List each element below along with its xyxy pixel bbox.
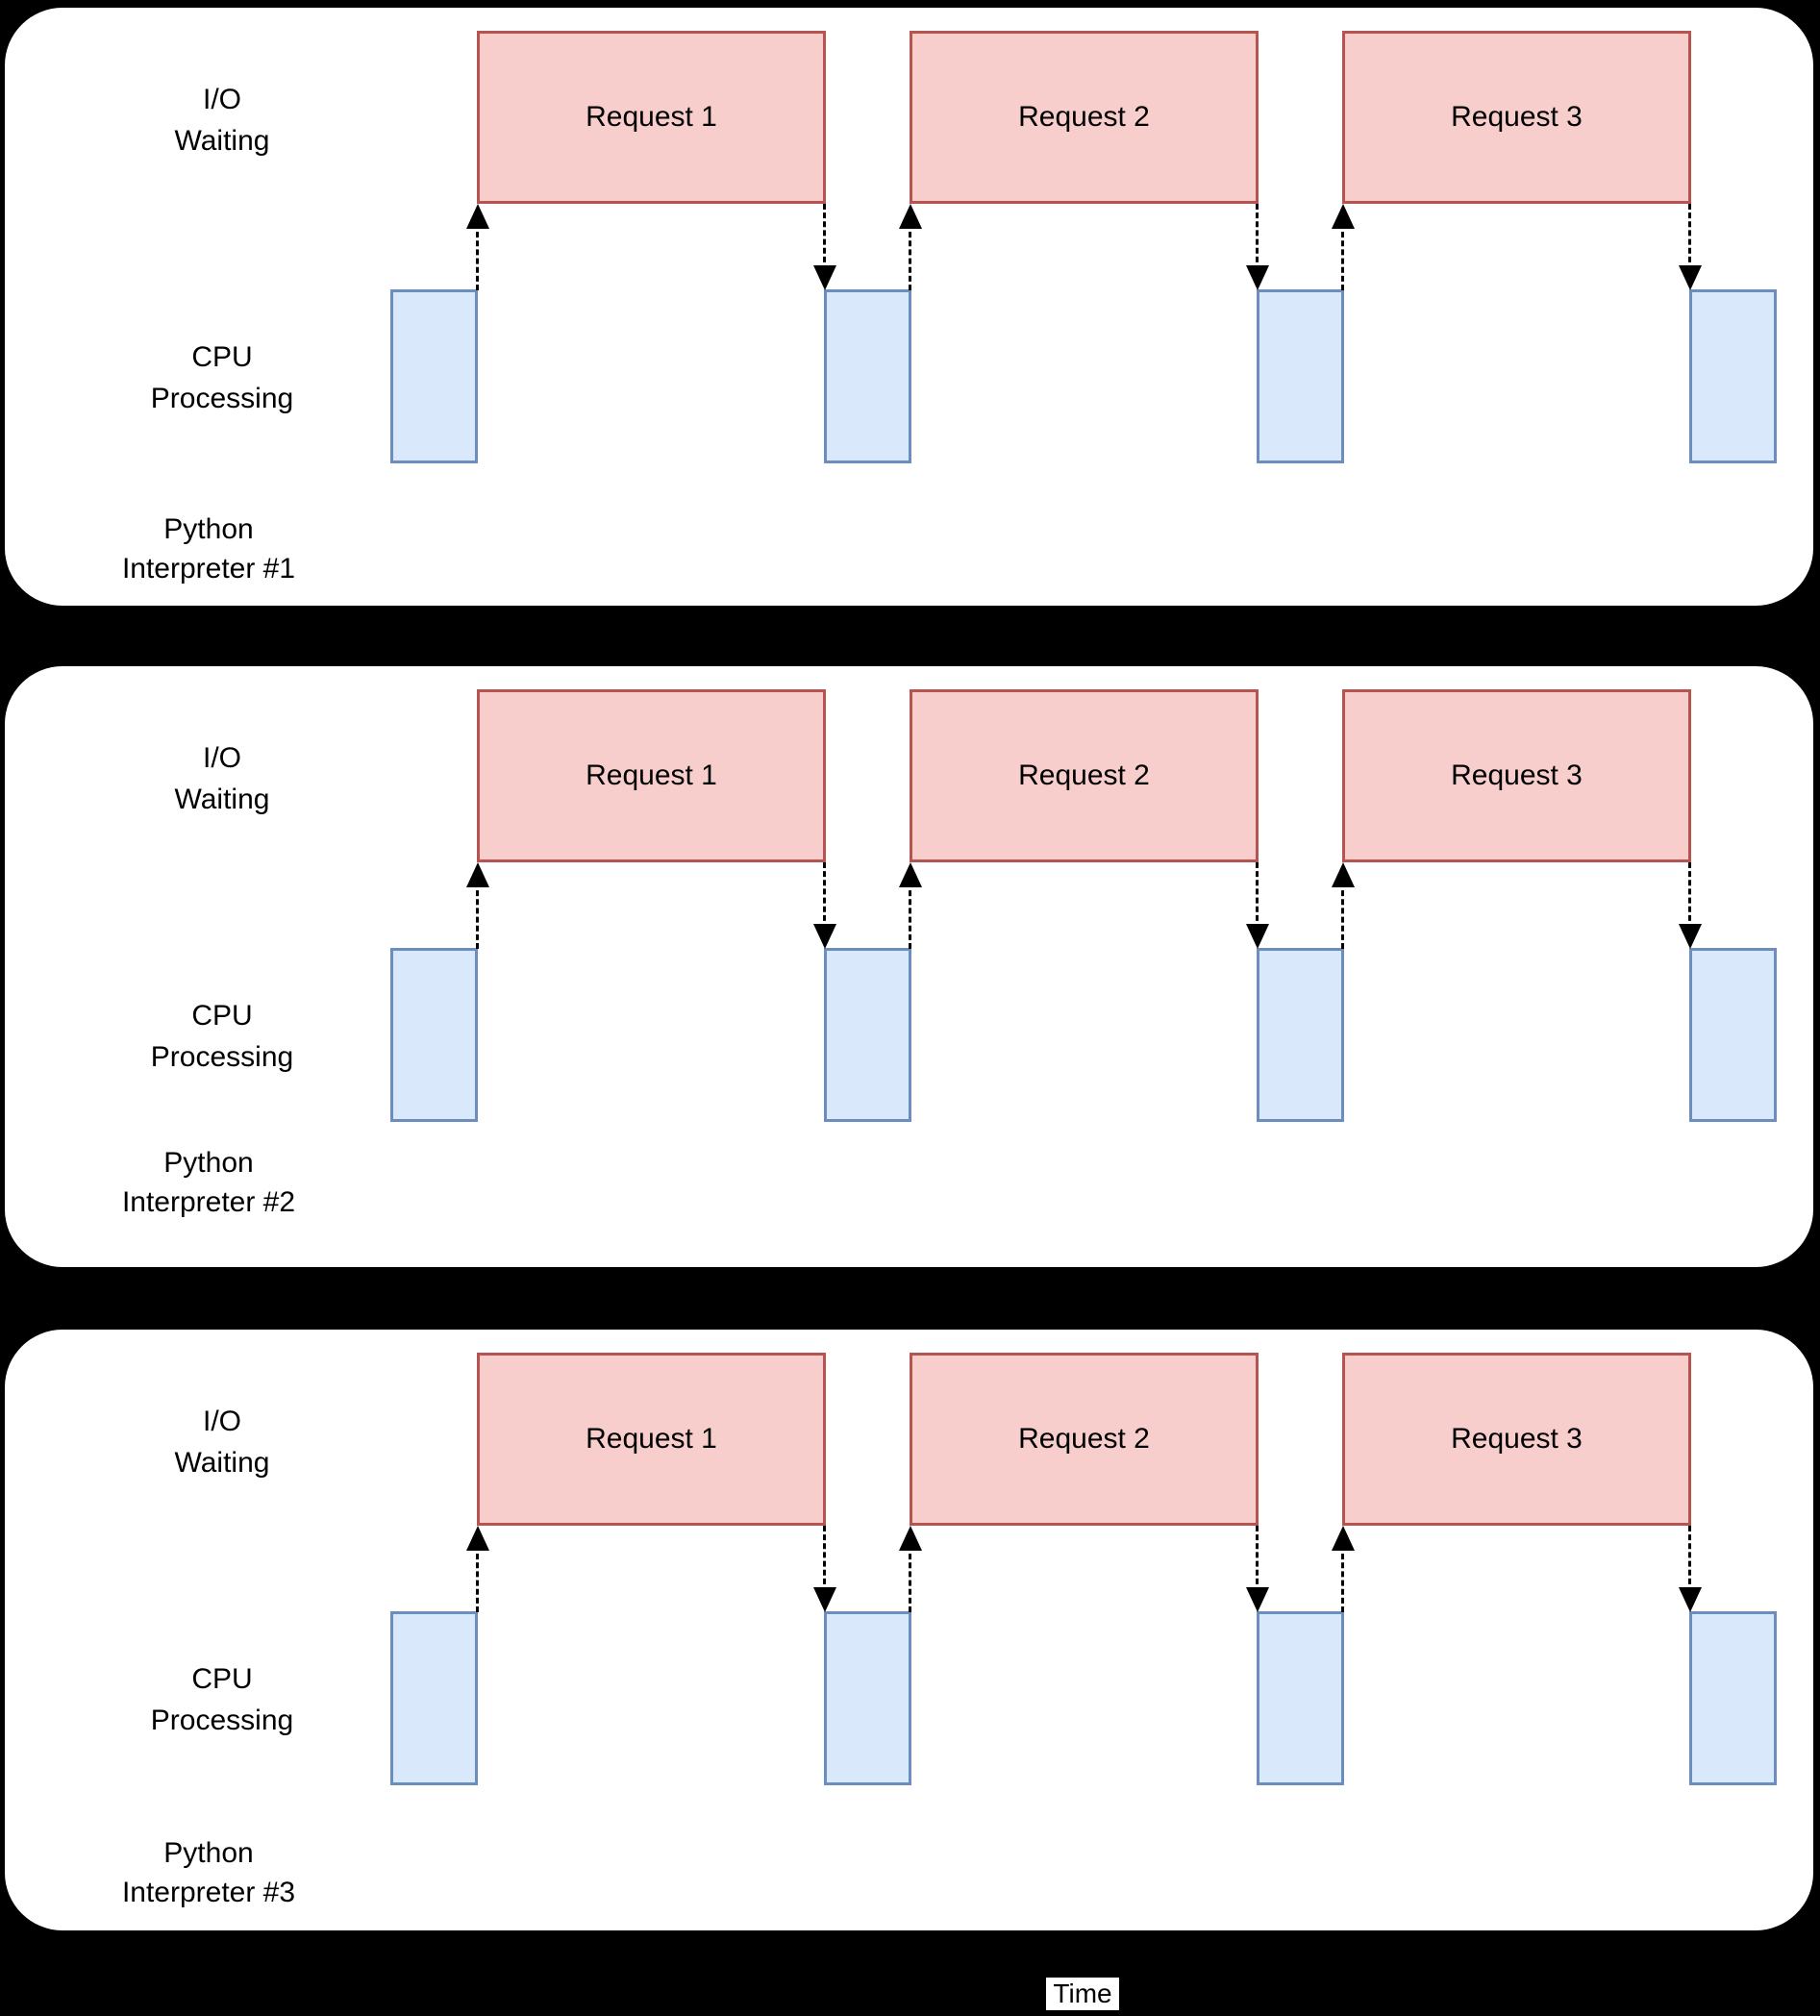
down-arrow-icon (813, 204, 836, 290)
cpu-burst-box (1689, 948, 1777, 1122)
arrow-shaft (476, 223, 479, 290)
arrow-shaft (1256, 1526, 1259, 1593)
up-arrow-icon (466, 862, 489, 949)
request-io-box: Request 2 (910, 1353, 1259, 1526)
request-label: Request 1 (586, 101, 717, 133)
arrow-head (813, 1587, 836, 1612)
down-arrow-icon (813, 862, 836, 949)
arrow-head (1246, 1587, 1269, 1612)
python-interpreter-panel-2: I/O Waiting CPU Processing Python Interp… (5, 666, 1813, 1267)
up-arrow-icon (1332, 1526, 1355, 1612)
python-interpreter-panel-3: I/O Waiting CPU Processing Python Interp… (5, 1330, 1813, 1930)
arrow-head (1679, 924, 1702, 949)
cpu-burst-box (390, 1611, 478, 1785)
arrow-shaft (909, 882, 911, 949)
request-io-box: Request 3 (1342, 31, 1691, 204)
arrow-shaft (1341, 882, 1344, 949)
arrow-shaft (1341, 223, 1344, 290)
request-io-box: Request 3 (1342, 689, 1691, 862)
request-label: Request 3 (1451, 101, 1583, 133)
time-axis-label: Time (1046, 1978, 1119, 2010)
cpu-processing-label: CPU Processing (150, 341, 294, 414)
arrow-shaft (1256, 204, 1259, 271)
arrow-shaft (1688, 204, 1691, 271)
up-arrow-icon (899, 1526, 922, 1612)
arrow-shaft (1256, 862, 1259, 930)
interpreter-label: Python Interpreter #2 (121, 1147, 296, 1218)
io-waiting-label: I/O Waiting (174, 84, 270, 157)
cpu-burst-box (390, 948, 478, 1122)
arrow-shaft (476, 882, 479, 949)
cpu-burst-box (824, 289, 911, 463)
io-waiting-label: I/O Waiting (174, 742, 270, 815)
arrow-shaft (1341, 1545, 1344, 1612)
request-label: Request 2 (1018, 101, 1150, 133)
request-label: Request 1 (586, 1423, 717, 1455)
cpu-burst-box (824, 1611, 911, 1785)
request-io-box: Request 1 (477, 31, 826, 204)
request-io-box: Request 1 (477, 689, 826, 862)
arrow-shaft (823, 204, 826, 271)
arrow-shaft (1688, 1526, 1691, 1593)
down-arrow-icon (1246, 204, 1269, 290)
request-io-box: Request 3 (1342, 1353, 1691, 1526)
arrow-shaft (909, 223, 911, 290)
cpu-processing-label: CPU Processing (150, 1000, 294, 1073)
up-arrow-icon (1332, 862, 1355, 949)
arrow-head (1679, 265, 1702, 290)
arrow-shaft (823, 1526, 826, 1593)
request-io-box: Request 2 (910, 689, 1259, 862)
request-label: Request 1 (586, 759, 717, 791)
request-label: Request 3 (1451, 759, 1583, 791)
up-arrow-icon (1332, 204, 1355, 290)
down-arrow-icon (1246, 862, 1269, 949)
arrow-head (1246, 924, 1269, 949)
down-arrow-icon (1679, 204, 1702, 290)
up-arrow-icon (466, 204, 489, 290)
down-arrow-icon (1246, 1526, 1269, 1612)
cpu-burst-box (1257, 289, 1344, 463)
cpu-burst-box (1257, 948, 1344, 1122)
down-arrow-icon (1679, 1526, 1702, 1612)
cpu-burst-box (390, 289, 478, 463)
cpu-burst-box (1689, 289, 1777, 463)
arrow-shaft (823, 862, 826, 930)
arrow-head (1246, 265, 1269, 290)
arrow-head (813, 924, 836, 949)
cpu-processing-label: CPU Processing (150, 1663, 294, 1736)
down-arrow-icon (1679, 862, 1702, 949)
up-arrow-icon (899, 204, 922, 290)
cpu-burst-box (1257, 1611, 1344, 1785)
request-label: Request 2 (1018, 759, 1150, 791)
request-label: Request 3 (1451, 1423, 1583, 1455)
cpu-burst-box (824, 948, 911, 1122)
up-arrow-icon (466, 1526, 489, 1612)
request-io-box: Request 1 (477, 1353, 826, 1526)
request-io-box: Request 2 (910, 31, 1259, 204)
request-label: Request 2 (1018, 1423, 1150, 1455)
up-arrow-icon (899, 862, 922, 949)
cpu-burst-box (1689, 1611, 1777, 1785)
interpreter-label: Python Interpreter #3 (121, 1837, 296, 1908)
io-waiting-label: I/O Waiting (174, 1406, 270, 1479)
arrow-shaft (1688, 862, 1691, 930)
interpreter-label: Python Interpreter #1 (121, 513, 296, 585)
arrow-head (813, 265, 836, 290)
arrow-head (1679, 1587, 1702, 1612)
down-arrow-icon (813, 1526, 836, 1612)
python-interpreter-panel-1: I/O Waiting CPU Processing Python Interp… (5, 8, 1813, 606)
arrow-shaft (476, 1545, 479, 1612)
arrow-shaft (909, 1545, 911, 1612)
